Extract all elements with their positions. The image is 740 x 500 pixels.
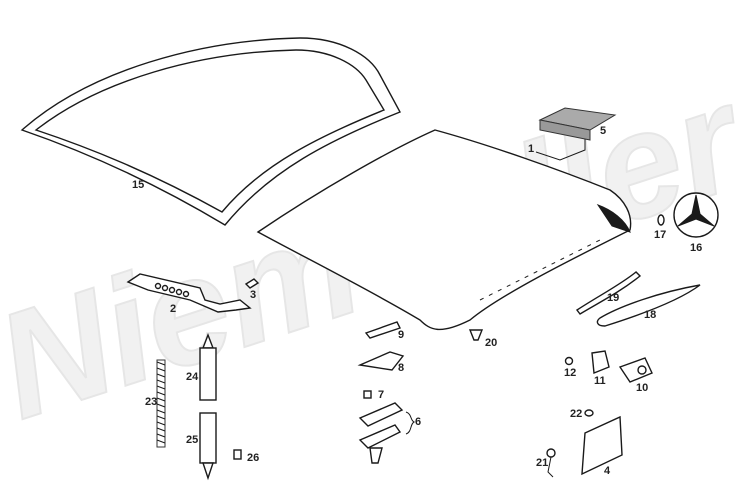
label-6: 6 xyxy=(415,416,421,428)
label-26: 26 xyxy=(247,452,259,464)
label-11: 11 xyxy=(594,375,606,387)
part-12-screw xyxy=(564,356,574,366)
part-3-bolt xyxy=(244,278,260,289)
label-16: 16 xyxy=(690,242,702,254)
part-11-gasket xyxy=(591,350,610,374)
part-19-trim xyxy=(575,271,642,315)
label-9: 9 xyxy=(398,329,404,341)
part-20-bumper xyxy=(468,329,484,341)
part-21-cable xyxy=(546,448,556,478)
part-1-trunk-lid xyxy=(256,129,632,331)
label-19: 19 xyxy=(607,292,619,304)
label-21: 21 xyxy=(536,457,548,469)
label-7: 7 xyxy=(378,389,384,401)
part-16-star-emblem xyxy=(673,192,719,238)
part-9-plate xyxy=(364,321,401,339)
label-23: 23 xyxy=(145,396,157,408)
part-23-spring xyxy=(156,359,166,448)
label-5: 5 xyxy=(600,125,606,137)
part-10-lock-cylinder xyxy=(618,357,653,383)
label-1: 1 xyxy=(528,143,534,155)
label-15: 15 xyxy=(132,179,144,191)
label-12: 12 xyxy=(564,367,576,379)
part-18-handle xyxy=(596,284,701,327)
part-8-plate xyxy=(357,351,405,371)
part-26-clip xyxy=(233,449,242,460)
part-7-cap xyxy=(363,390,372,399)
label-24: 24 xyxy=(186,371,199,383)
label-25: 25 xyxy=(186,434,198,446)
part-22-grommet xyxy=(584,409,594,417)
part-25-cylinder xyxy=(199,412,217,481)
label-3: 3 xyxy=(250,289,256,301)
label-8: 8 xyxy=(398,362,404,374)
part-4-plate xyxy=(581,415,623,476)
label-4: 4 xyxy=(604,465,611,477)
part-6-lock xyxy=(358,402,416,464)
label-10: 10 xyxy=(636,382,648,394)
label-17: 17 xyxy=(654,229,666,241)
label-18: 18 xyxy=(644,309,656,321)
part-5-pad xyxy=(538,107,617,141)
label-2: 2 xyxy=(170,303,176,315)
label-22: 22 xyxy=(570,408,582,420)
part-2-holes xyxy=(154,282,190,298)
part-15-window-seal xyxy=(20,37,401,226)
label-20: 20 xyxy=(485,337,497,349)
part-17-washer xyxy=(657,214,665,226)
part-24-cylinder xyxy=(199,333,217,401)
